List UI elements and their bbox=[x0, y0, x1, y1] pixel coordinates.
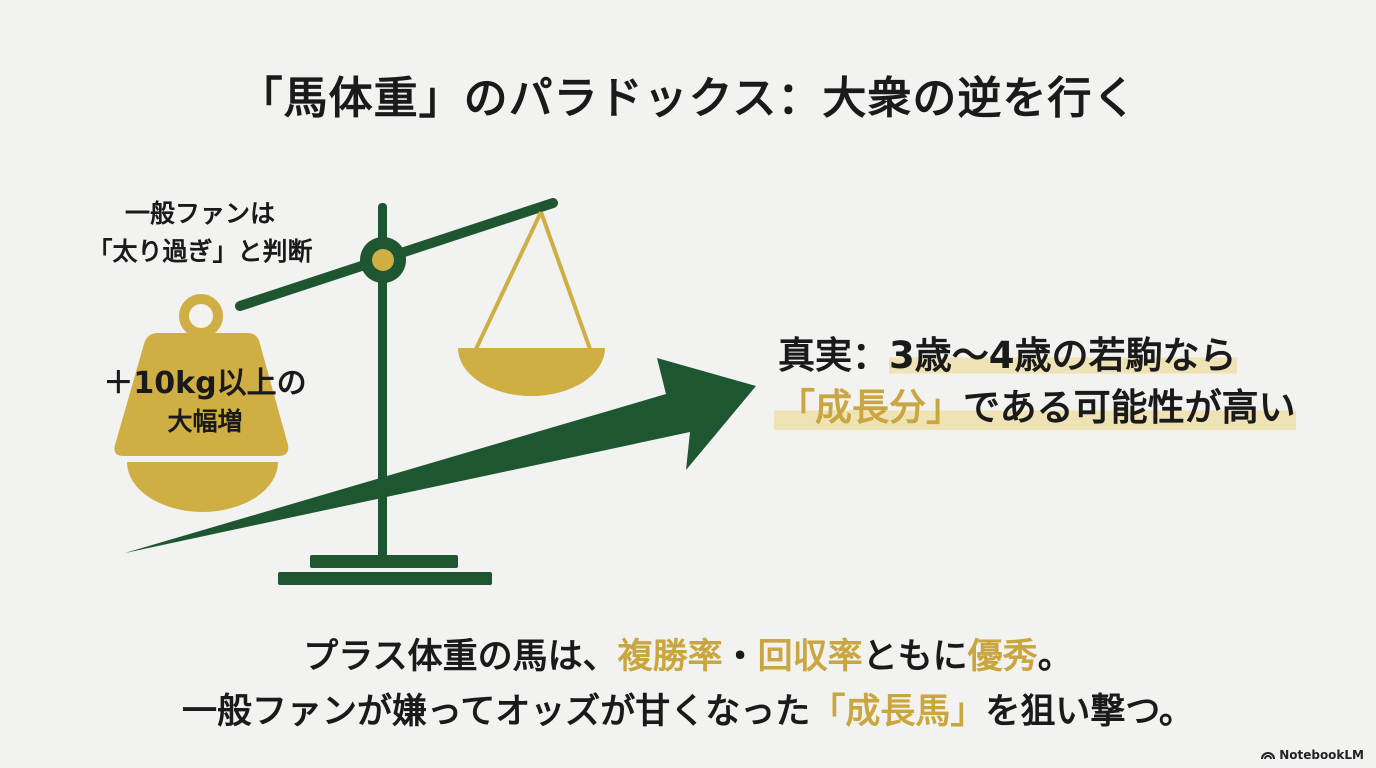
growth-term: 「成長分」 bbox=[778, 386, 963, 429]
truth-prefix: 真実： bbox=[778, 334, 889, 377]
conclusion-text: プラス体重の馬は、複勝率・回収率ともに優秀。 一般ファンが嫌ってオッズが甘くなっ… bbox=[0, 630, 1376, 740]
notebooklm-logo-icon bbox=[1261, 752, 1276, 760]
text-seg: 。 bbox=[1037, 637, 1073, 677]
text-seg: ともに bbox=[862, 637, 968, 677]
conclusion-line2: 一般ファンが嫌ってオッズが甘くなった「成長馬」を狙い撃つ。 bbox=[0, 685, 1376, 740]
highlight-growth-horse: 「成長馬」 bbox=[810, 692, 986, 732]
notebooklm-watermark: NotebookLM bbox=[1261, 748, 1364, 762]
scale-post bbox=[378, 203, 387, 563]
growth-arrow-icon bbox=[125, 358, 756, 553]
fan-label-line1: 一般ファンは bbox=[124, 199, 275, 228]
text-seg: ・ bbox=[722, 637, 758, 677]
highlight-place-rate: 複勝率 bbox=[617, 637, 723, 677]
slide-title: 「馬体重」のパラドックス：大衆の逆を行く bbox=[238, 73, 1138, 124]
weight-label-line2: 大幅増 bbox=[167, 407, 243, 436]
text-seg: 一般ファンが嫌ってオッズが甘くなった bbox=[182, 692, 811, 732]
truth-line2-rest: である可能性が高い bbox=[963, 386, 1296, 429]
weight-gain-label: ＋10kg以上の 大幅増 bbox=[90, 364, 320, 440]
truth-statement: 真実：3歳〜4歳の若駒なら 「成長分」である可能性が高い bbox=[774, 330, 1296, 434]
watermark-text: NotebookLM bbox=[1279, 748, 1364, 762]
conclusion-line1: プラス体重の馬は、複勝率・回収率ともに優秀。 bbox=[0, 630, 1376, 685]
text-seg: を狙い撃つ。 bbox=[985, 692, 1194, 732]
pivot-icon bbox=[360, 237, 406, 283]
highlight-return-rate: 回収率 bbox=[757, 637, 863, 677]
fan-label-line2: 「太り過ぎ」と判断 bbox=[87, 237, 313, 266]
weight-label-line1: ＋10kg以上の bbox=[103, 366, 307, 401]
weight-icon bbox=[114, 294, 289, 512]
text-seg: プラス体重の馬は、 bbox=[303, 637, 618, 677]
truth-highlight-1: 3歳〜4歳の若駒なら bbox=[889, 334, 1237, 377]
highlight-excellent: 優秀 bbox=[967, 637, 1038, 677]
right-pan bbox=[458, 211, 605, 396]
fan-judgement-label: 一般ファンは 「太り過ぎ」と判断 bbox=[60, 195, 340, 271]
